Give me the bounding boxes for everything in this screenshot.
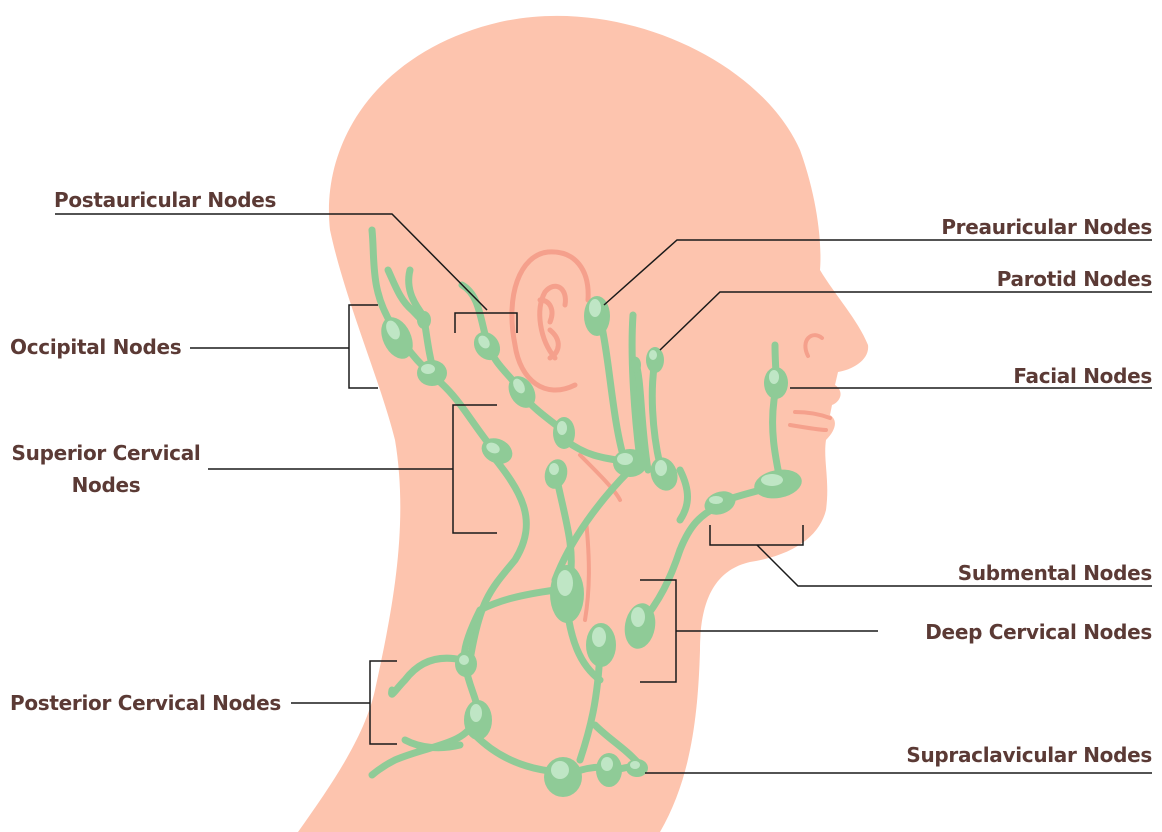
deep-cervical-node-2 xyxy=(586,623,616,667)
supraclavicular-node-3 xyxy=(626,759,648,777)
preauricular-label: Preauricular Nodes xyxy=(941,215,1152,239)
occipital-label: Occipital Nodes xyxy=(10,335,181,359)
deep-cervical-node-1 xyxy=(550,565,584,623)
supraclavicular-node-1 xyxy=(544,757,582,797)
deep-cervical-label: Deep Cervical Nodes xyxy=(925,620,1152,644)
superior-cervical-label-line2: Nodes xyxy=(8,473,204,497)
parotid-label: Parotid Nodes xyxy=(997,267,1152,291)
cervical-node-a xyxy=(553,417,575,449)
head-silhouette xyxy=(298,16,868,832)
occipital-node-2 xyxy=(417,360,447,386)
submental-label: Submental Nodes xyxy=(958,561,1152,585)
parotid-node-1 xyxy=(646,347,664,373)
posterior-cervical-node-2 xyxy=(464,700,492,740)
posterior-cervical-label: Posterior Cervical Nodes xyxy=(10,691,281,715)
supraclavicular-label: Supraclavicular Nodes xyxy=(906,743,1152,767)
parotid-node-2 xyxy=(631,357,641,373)
facial-node xyxy=(764,367,788,399)
supraclavicular-node-2 xyxy=(596,753,622,787)
postauricular-label: Postauricular Nodes xyxy=(54,188,276,212)
posterior-cervical-node-1 xyxy=(455,651,477,677)
occipital-node-3 xyxy=(417,311,431,329)
superior-cervical-label-line1: Superior Cervical xyxy=(8,441,204,465)
facial-label: Facial Nodes xyxy=(1013,364,1152,388)
preauricular-node xyxy=(584,296,610,336)
jugular-node-1 xyxy=(613,449,647,477)
superior-cervical-label: Superior Cervical Nodes xyxy=(8,441,204,497)
